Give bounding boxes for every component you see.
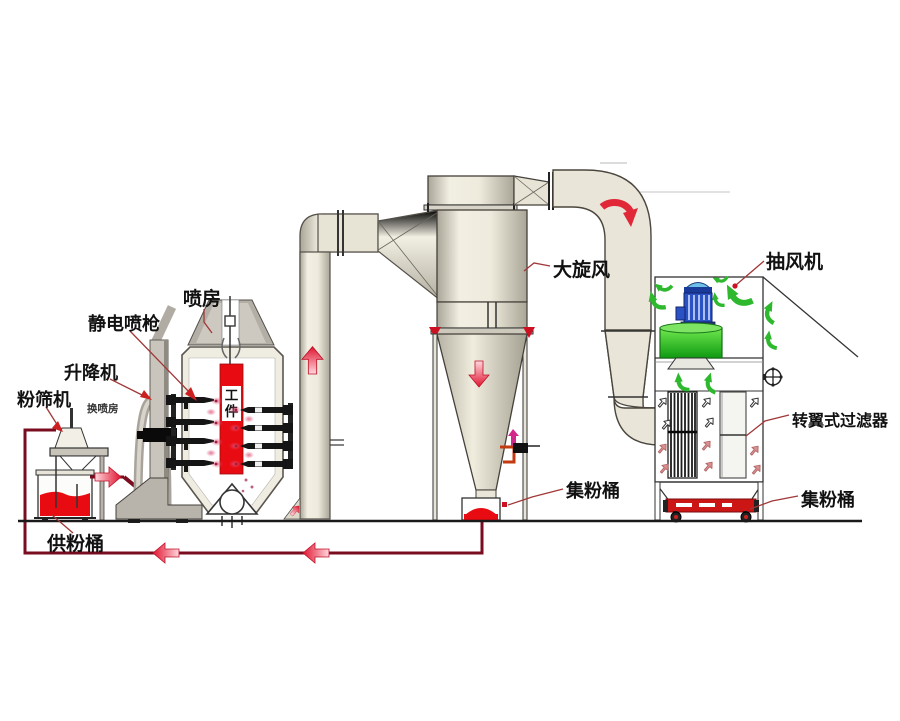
powder-supply-barrel: [34, 456, 96, 522]
workpiece-hanger: [221, 296, 241, 364]
cyclone-leg: [522, 333, 528, 521]
cyclone-cone: [436, 333, 528, 491]
cyclone-top-box: [427, 175, 515, 206]
filter-cartridge-striped: [667, 391, 698, 479]
valve-handwheel-icon: [763, 367, 783, 387]
label-lifter: 升降机: [64, 362, 118, 383]
workpiece: 工 件: [219, 363, 244, 475]
curved-duct: [552, 169, 661, 446]
flow-small-up-arrow-icon: [508, 429, 519, 446]
cyclone-outlet-duct: [513, 169, 661, 446]
chamber-arrows: [657, 397, 761, 475]
flow-right-arrow-icon: [94, 466, 122, 488]
hood-panel: [762, 276, 859, 358]
label-cyclone: 大旋风: [553, 258, 610, 281]
gun-lifter: [115, 305, 203, 523]
powder-recovery-pipe: [23, 428, 484, 564]
spray-guns-left: [166, 394, 214, 472]
label-powder-sieve: 粉筛机: [17, 389, 71, 410]
booth-duct: [283, 209, 441, 520]
workpiece-label-char1: 工: [225, 388, 239, 403]
label-booth: 喷房: [183, 287, 221, 310]
label-supply-barrel: 供粉桶: [46, 532, 104, 555]
flow-left-arrow-icon: [152, 542, 180, 564]
label-collect-barrel-cyclone: 集粉桶: [565, 480, 620, 501]
booth-hopper: [205, 482, 259, 528]
labels: 喷房 静电喷枪 升降机 粉筛机 换喷房 供粉桶 大旋风 抽风机 转翼式过滤器 集…: [17, 250, 889, 555]
vertical-duct: [299, 251, 331, 520]
cyclone-separator: [423, 175, 540, 521]
filter-collect-trolley: [663, 498, 759, 523]
label-rotary-filter: 转翼式过滤器: [792, 411, 889, 430]
cyclone-collect-barrel: [461, 497, 501, 521]
flow-left-arrow-icon: [302, 542, 330, 564]
cyclone-leg: [432, 333, 438, 521]
spray-booth: 工 件: [166, 296, 293, 528]
fan-drum: [659, 322, 723, 370]
horizontal-duct: [317, 213, 379, 253]
label-exhaust-fan: 抽风机: [766, 250, 823, 273]
label-small-booth: 换喷房: [87, 402, 119, 415]
label-collect-barrel-filter: 集粉桶: [800, 489, 855, 510]
label-electrostatic-gun: 静电喷枪: [88, 313, 160, 334]
filter-cartridge-plain: [719, 391, 747, 479]
filter-unit: [647, 268, 859, 523]
rotation-arrow-icon: [599, 198, 635, 215]
spray-guns-right: [240, 403, 293, 469]
powder-mist: [206, 397, 254, 493]
cyclone-body: [436, 209, 528, 303]
background-lines: [600, 162, 730, 193]
